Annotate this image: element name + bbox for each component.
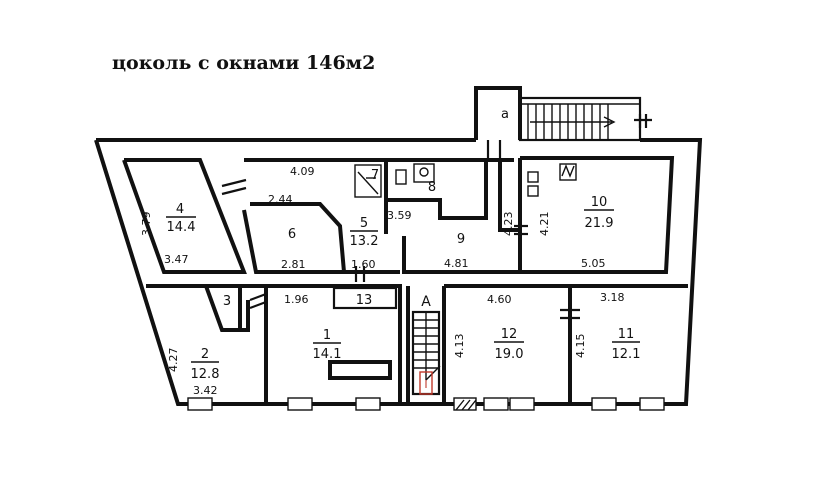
dim-4-27: 4.27 xyxy=(167,348,180,373)
dim-1-96: 1.96 xyxy=(284,293,309,306)
room-5-number: 5 xyxy=(360,216,368,231)
dim-5-05: 5.05 xyxy=(581,257,606,270)
dim-3-47: 3.47 xyxy=(164,253,189,266)
room-4-area: 14.4 xyxy=(167,220,196,235)
room-7-number: 7 xyxy=(371,168,379,183)
room-2-number: 2 xyxy=(201,347,209,362)
openings xyxy=(187,140,665,411)
inner-walls xyxy=(122,156,688,404)
dim-2-44: 2.44 xyxy=(268,193,293,206)
fixtures xyxy=(354,163,577,198)
room-10-number: 10 xyxy=(591,195,608,210)
room-12-number: 12 xyxy=(501,327,518,342)
room-12-area: 19.0 xyxy=(495,347,524,362)
dim-3-18: 3.18 xyxy=(600,291,625,304)
room-9-number: 9 xyxy=(457,232,465,247)
room-11-area: 12.1 xyxy=(612,347,641,362)
dim-4-21: 4.21 xyxy=(538,212,551,237)
dim-1-60: 1.60 xyxy=(351,258,376,271)
room-5-area: 13.2 xyxy=(350,234,379,249)
dim-4-60: 4.60 xyxy=(487,293,512,306)
stair-a-label: A xyxy=(421,294,431,310)
room-4-number: 4 xyxy=(176,202,184,217)
stairwell-a xyxy=(411,310,441,396)
room-labels: a 4 14.4 6 7 8 5 13.2 9 10 21.9 13 3 2 1… xyxy=(166,107,640,391)
stair-mark: I xyxy=(424,378,427,391)
entrance-stairs xyxy=(518,96,652,142)
dim-4-23: 4.23 xyxy=(502,212,515,237)
dim-4-81: 4.81 xyxy=(444,257,469,270)
dim-3-42: 3.42 xyxy=(193,384,218,397)
dimension-labels: 4.09 2.44 3.59 3.79 3.47 2.81 1.60 4.81 … xyxy=(140,165,625,397)
room-3-number: 3 xyxy=(223,294,231,309)
room-1-area: 14.1 xyxy=(313,347,342,362)
room-2-area: 12.8 xyxy=(191,367,220,382)
room-10-area: 21.9 xyxy=(585,216,614,231)
dim-4-09: 4.09 xyxy=(290,165,315,178)
room-8-number: 8 xyxy=(428,180,436,195)
room-6-number: 6 xyxy=(288,227,296,242)
dim-4-13: 4.13 xyxy=(453,334,466,359)
entrance-label: a xyxy=(501,107,509,122)
room-1-number: 1 xyxy=(323,328,331,343)
dim-2-81: 2.81 xyxy=(281,258,306,271)
plan-title: цоколь с окнами 146м2 xyxy=(112,52,376,74)
dim-4-15: 4.15 xyxy=(574,334,587,359)
room-11-number: 11 xyxy=(618,327,635,342)
room-13-number: 13 xyxy=(356,293,373,308)
dim-3-59: 3.59 xyxy=(387,209,412,222)
dim-3-79: 3.79 xyxy=(140,212,153,237)
